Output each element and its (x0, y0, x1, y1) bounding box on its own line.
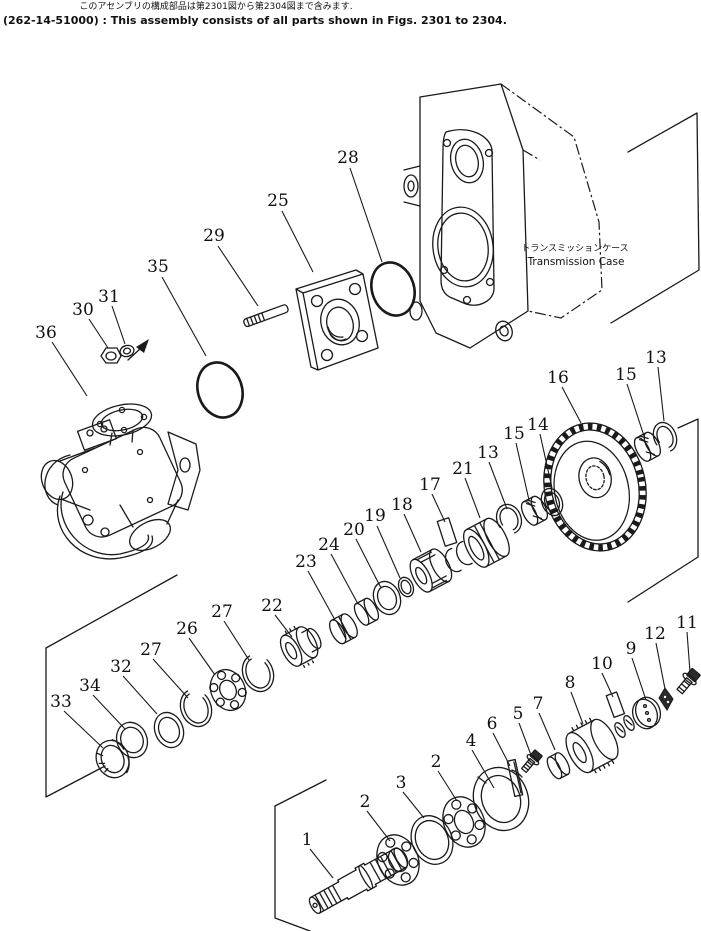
part-35-o-ring (196, 361, 244, 419)
plane-bottom (274, 779, 327, 931)
callout-19: 19 (364, 506, 386, 526)
callout-20: 20 (343, 520, 365, 540)
part-20-ring (372, 580, 402, 616)
callout-9: 9 (626, 639, 637, 659)
callout-21: 21 (452, 459, 474, 479)
callout-32: 32 (110, 657, 132, 677)
part-7-collar (546, 752, 571, 780)
case-label-en: Transmission Case (527, 256, 625, 268)
callout-28: 28 (337, 148, 359, 168)
callout-24: 24 (318, 535, 340, 555)
callout-27a: 27 (140, 640, 162, 660)
part-3-ring (410, 815, 454, 865)
part-18-needle-bearing (409, 548, 453, 593)
boundary-planes (45, 112, 700, 931)
callout-18: 18 (391, 495, 413, 515)
callout-12: 12 (644, 624, 666, 644)
part-19-ring (397, 576, 415, 598)
callout-29: 29 (203, 226, 225, 246)
callout-2b: 2 (431, 752, 442, 772)
callout-labels: 28 25 29 35 31 30 36 13 15 16 14 15 13 2… (35, 148, 698, 850)
transmission-case: トランスミッションケース Transmission Case (403, 83, 629, 349)
part-21-bearing (462, 517, 510, 568)
callout-1: 1 (302, 830, 313, 850)
callout-36: 36 (35, 323, 57, 343)
part-6-lock-plate (506, 758, 524, 798)
callout-31: 31 (98, 287, 120, 307)
part-23-roller-cage (328, 613, 358, 645)
part-27b-snap-ring (241, 653, 275, 693)
part-22-coupling (279, 625, 322, 669)
part-15b-bearing (633, 431, 662, 462)
part-13b-snap-ring (652, 421, 678, 453)
part-32-ring (153, 711, 185, 749)
plane-mid-right (627, 418, 699, 603)
callout-7: 7 (533, 694, 544, 714)
callout-16: 16 (547, 368, 569, 388)
plane-top-right (610, 112, 700, 324)
part-9-disc (631, 696, 662, 730)
part-27a-snap-ring (179, 688, 213, 728)
callout-17: 17 (419, 475, 441, 495)
case-label-jp: トランスミッションケース (521, 243, 628, 254)
callout-30: 30 (72, 300, 94, 320)
part-29-stud (243, 304, 289, 328)
leader-lines (51, 167, 691, 879)
callout-2a: 2 (360, 792, 371, 812)
part-25-flange (295, 269, 379, 371)
direction-arrow (127, 339, 149, 361)
plane-left (45, 574, 178, 798)
callout-10: 10 (591, 654, 613, 674)
part-12-key (658, 687, 674, 711)
part-5-bolt (520, 749, 543, 774)
part-26-bearing (209, 668, 247, 712)
pump-assembly (40, 339, 201, 560)
part-16-gear (543, 422, 647, 552)
part-11-bolt (676, 667, 701, 695)
part-2b-bearing (442, 796, 486, 848)
part-13a-snap-ring (495, 503, 523, 535)
part-4-retainer-ring (472, 766, 530, 832)
callout-35: 35 (147, 257, 169, 277)
header-note-en: (262-14-51000) : This assembly consists … (3, 14, 507, 27)
callout-27b: 27 (211, 602, 233, 622)
part-17-half-rings (436, 517, 477, 573)
part-34-ring (115, 721, 149, 759)
callout-26: 26 (176, 619, 198, 639)
callout-34: 34 (79, 676, 101, 696)
part-30-nut (100, 347, 122, 364)
callout-13a: 13 (477, 443, 499, 463)
part-1-shaft (302, 843, 412, 921)
callout-6: 6 (487, 714, 498, 734)
callout-13b: 13 (645, 348, 667, 368)
callout-14: 14 (527, 415, 549, 435)
callout-5: 5 (513, 704, 524, 724)
callout-15b: 15 (615, 365, 637, 385)
callout-22: 22 (261, 596, 283, 616)
header-note-jp: このアセンブリの構成部品は第2301図から第2304図まで含みます. (79, 0, 352, 12)
part-31-washer (119, 344, 135, 358)
callout-33: 33 (50, 692, 72, 712)
callout-23: 23 (295, 552, 317, 572)
header-notes: このアセンブリの構成部品は第2301図から第2304図まで含みます. (262-… (3, 0, 507, 27)
callout-15a: 15 (503, 424, 525, 444)
callout-4: 4 (466, 731, 477, 751)
callout-25: 25 (267, 191, 289, 211)
callout-3: 3 (396, 773, 407, 793)
part-8-splined-hub (565, 717, 619, 774)
callout-11: 11 (676, 613, 698, 633)
part-33-ring (95, 739, 130, 779)
part-28-o-ring (370, 261, 416, 317)
callout-8: 8 (565, 673, 576, 693)
part-10-key-and-pin (605, 691, 635, 738)
